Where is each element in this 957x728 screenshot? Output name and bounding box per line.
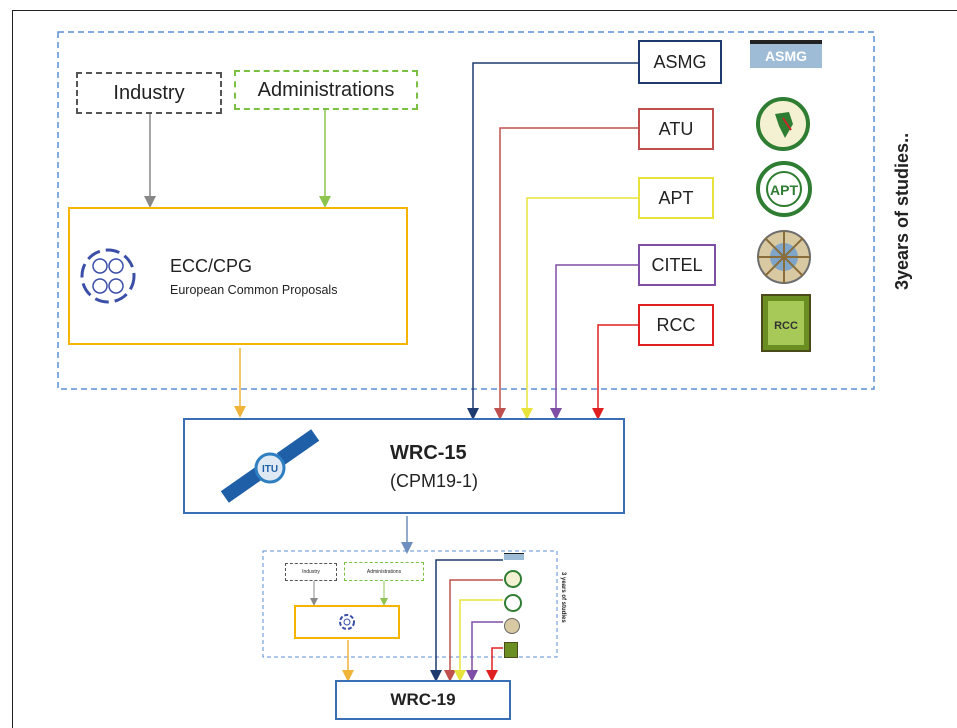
regional-box-citel: CITEL (638, 244, 716, 286)
asmg-label: ASMG (653, 51, 707, 72)
outer-frame (12, 10, 957, 728)
wrc15-box: ITU WRC-15 (CPM19-1) (183, 418, 625, 514)
itu-satellite-icon: ITU (215, 426, 325, 510)
asmg-logo-icon: ASMG (750, 40, 822, 72)
cept-logo-icon (78, 246, 138, 306)
administrations-label: Administrations (257, 78, 395, 101)
regional-box-rcc: RCC (638, 304, 714, 346)
ecc-title: ECC/CPG (170, 255, 253, 276)
svg-text:RCC: RCC (774, 320, 798, 332)
wrc15-subtitle: (CPM19-1) (390, 471, 479, 491)
regional-box-asmg: ASMG (638, 40, 722, 84)
mini-industry-box: Industry (285, 563, 337, 581)
atu-label: ATU (658, 118, 694, 139)
apt-label: APT (658, 187, 694, 208)
administrations-box: Administrations (234, 70, 418, 110)
ecc-subtitle: European Common Proposals (170, 282, 338, 297)
apt-logo-icon: APT (755, 160, 813, 218)
mini-administrations-box: Administrations (344, 562, 424, 581)
regional-box-atu: ATU (638, 108, 714, 150)
industry-box: Industry (76, 72, 222, 114)
mini-cept-logo-icon (339, 614, 355, 630)
rcc-label: RCC (656, 314, 696, 335)
mini-ecc-box (294, 605, 400, 639)
svg-text:ITU: ITU (262, 464, 278, 475)
citel-logo-icon (755, 228, 813, 286)
regional-box-apt: APT (638, 177, 714, 219)
industry-label: Industry (113, 81, 185, 104)
top-study-region (57, 31, 875, 390)
atu-logo-icon (755, 96, 811, 152)
wrc15-title: WRC-15 (390, 442, 467, 464)
svg-text:APT: APT (770, 182, 798, 198)
mini-regional-logos (504, 553, 526, 658)
rcc-logo-icon: RCC (760, 293, 812, 353)
ecc-cpg-box: ECC/CPG European Common Proposals (68, 207, 408, 345)
wrc19-title: WRC-19 (390, 690, 456, 709)
wrc19-box: WRC-19 (335, 680, 511, 720)
citel-label: CITEL (651, 254, 703, 275)
